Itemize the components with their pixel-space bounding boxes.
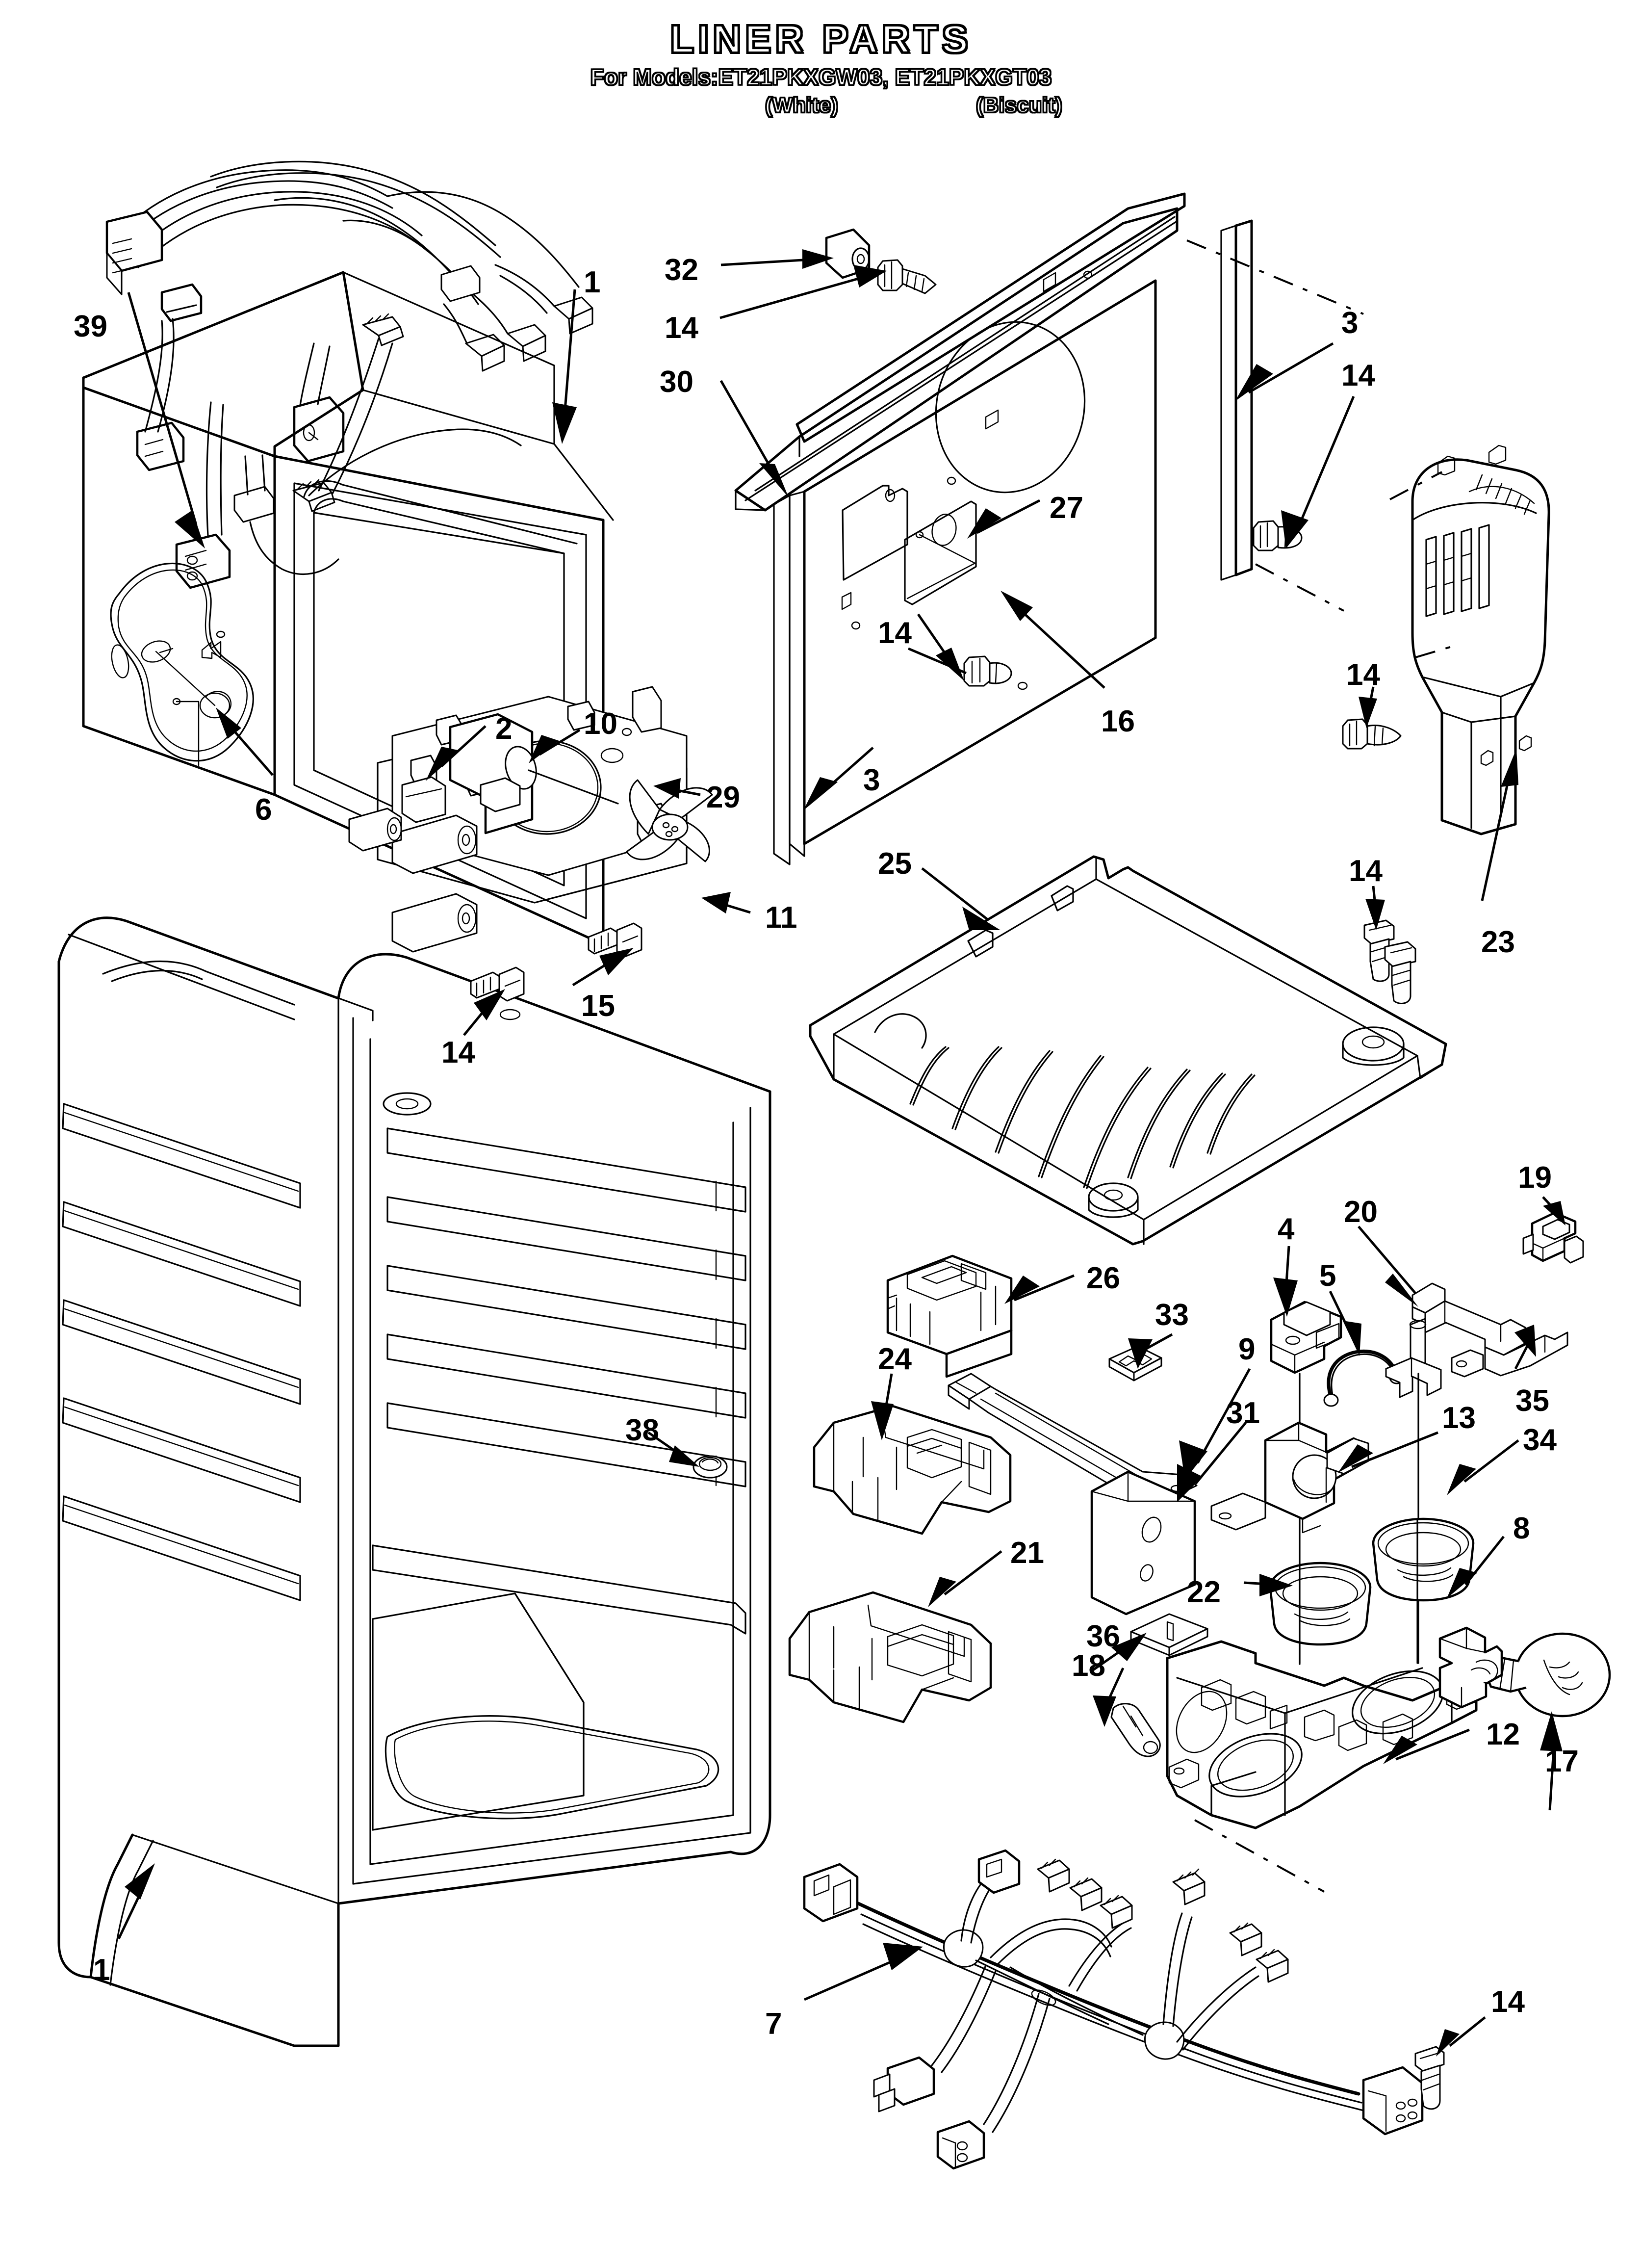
callout-17: 17 xyxy=(1545,1745,1579,1778)
callout-15: 15 xyxy=(581,989,615,1023)
evaporator-fan-assembly-drawing xyxy=(348,686,713,1036)
screw-14-spacer xyxy=(877,259,937,294)
callout-14-b: 14 xyxy=(1341,359,1375,392)
callout-14-g: 14 xyxy=(1491,1985,1525,2019)
light-housing-12-drawing xyxy=(1166,1640,1478,1893)
mounting-plate-31-drawing xyxy=(1090,1470,1196,1616)
color-biscuit-label: (Biscuit) xyxy=(975,93,1063,118)
wire-harness-freezer-drawing xyxy=(105,160,593,589)
socket-cup-22-drawing xyxy=(1269,1562,1372,1665)
control-housing-24-drawing xyxy=(813,1405,1012,1535)
callout-3-top: 3 xyxy=(1341,306,1359,340)
callout-11: 11 xyxy=(765,901,797,935)
callout-1-bot: 1 xyxy=(93,1953,110,1987)
callout-5: 5 xyxy=(1319,1259,1336,1293)
rear-liner-panel-drawing xyxy=(773,219,1364,865)
callout-3-mid: 3 xyxy=(863,763,880,797)
callout-20: 20 xyxy=(1344,1195,1378,1229)
callout-14-c: 14 xyxy=(878,616,912,650)
callout-7: 7 xyxy=(765,2007,782,2041)
socket-pin-18-drawing xyxy=(1110,1703,1161,1757)
callout-24: 24 xyxy=(878,1342,912,1376)
callout-8: 8 xyxy=(1513,1512,1530,1545)
callout-27: 27 xyxy=(1050,491,1083,525)
bracket-arm-20-35-drawing xyxy=(1385,1282,1568,1664)
callout-25: 25 xyxy=(878,847,912,881)
callout-19: 19 xyxy=(1518,1161,1552,1195)
light-bulb-8-drawing xyxy=(1484,1632,1611,1718)
models-line: For Models:ET21PKXGW03, ET21PKXGT03 xyxy=(590,64,1052,91)
callout-6: 6 xyxy=(255,793,272,827)
drain-plug-38 xyxy=(693,1455,728,1479)
title-block: LINER PARTS For Models:ET21PKXGW03, ET21… xyxy=(0,17,1642,121)
socket-cup-34-drawing xyxy=(1372,1517,1475,1664)
callout-14-d: 14 xyxy=(441,1036,475,1069)
fan-blade xyxy=(626,779,713,862)
defrost-control-26-drawing xyxy=(886,1254,1013,1378)
callout-13: 13 xyxy=(1442,1401,1476,1435)
callout-33: 33 xyxy=(1155,1298,1189,1332)
liner-cabinet-drawing xyxy=(57,271,771,2047)
callout-10: 10 xyxy=(584,707,617,741)
linkage-rod-9-drawing xyxy=(948,1373,1198,1503)
callout-26: 26 xyxy=(1086,1261,1120,1295)
callout-14-f: 14 xyxy=(1349,854,1383,888)
callout-22: 22 xyxy=(1187,1575,1221,1609)
lamp-shield-17-drawing xyxy=(1438,1626,1503,1709)
callout-16: 16 xyxy=(1101,704,1135,738)
callout-21: 21 xyxy=(1010,1536,1044,1570)
color-white-label: (White) xyxy=(764,93,839,118)
light-switch-19-drawing xyxy=(1522,1211,1584,1264)
callout-30: 30 xyxy=(660,365,693,399)
page-title: LINER PARTS xyxy=(669,17,972,61)
screw-15 xyxy=(588,922,642,958)
callout-2: 2 xyxy=(495,712,513,746)
trim-strip-30-drawing xyxy=(734,192,1186,512)
callout-18: 18 xyxy=(1072,1649,1105,1683)
main-wire-harness-7-drawing xyxy=(803,1849,1424,2170)
callout-35: 35 xyxy=(1515,1384,1549,1418)
callout-39: 39 xyxy=(74,310,107,343)
air-duct-23-drawing xyxy=(1389,444,1550,835)
callout-14-a: 14 xyxy=(665,311,698,345)
callout-14-e: 14 xyxy=(1346,658,1380,692)
callout-1-top: 1 xyxy=(584,265,601,299)
callout-23: 23 xyxy=(1481,925,1515,959)
callout-31: 31 xyxy=(1226,1396,1260,1430)
screw-14-bottom xyxy=(1414,2046,1445,2110)
callout-38: 38 xyxy=(625,1413,659,1447)
callout-4: 4 xyxy=(1278,1212,1295,1246)
callout-12: 12 xyxy=(1486,1718,1520,1751)
callout-34: 34 xyxy=(1523,1423,1557,1457)
callout-9: 9 xyxy=(1238,1332,1256,1366)
callout-36: 36 xyxy=(1086,1619,1120,1653)
control-housing-21-drawing xyxy=(788,1591,992,1723)
screw-14-fan xyxy=(470,966,525,1002)
light-socket-13-drawing xyxy=(1210,1421,1369,1534)
callout-29: 29 xyxy=(706,781,740,814)
drain-pan-25-drawing xyxy=(809,855,1447,1246)
color-variants: (White) (Biscuit) xyxy=(0,93,1642,121)
callout-32: 32 xyxy=(665,253,698,287)
